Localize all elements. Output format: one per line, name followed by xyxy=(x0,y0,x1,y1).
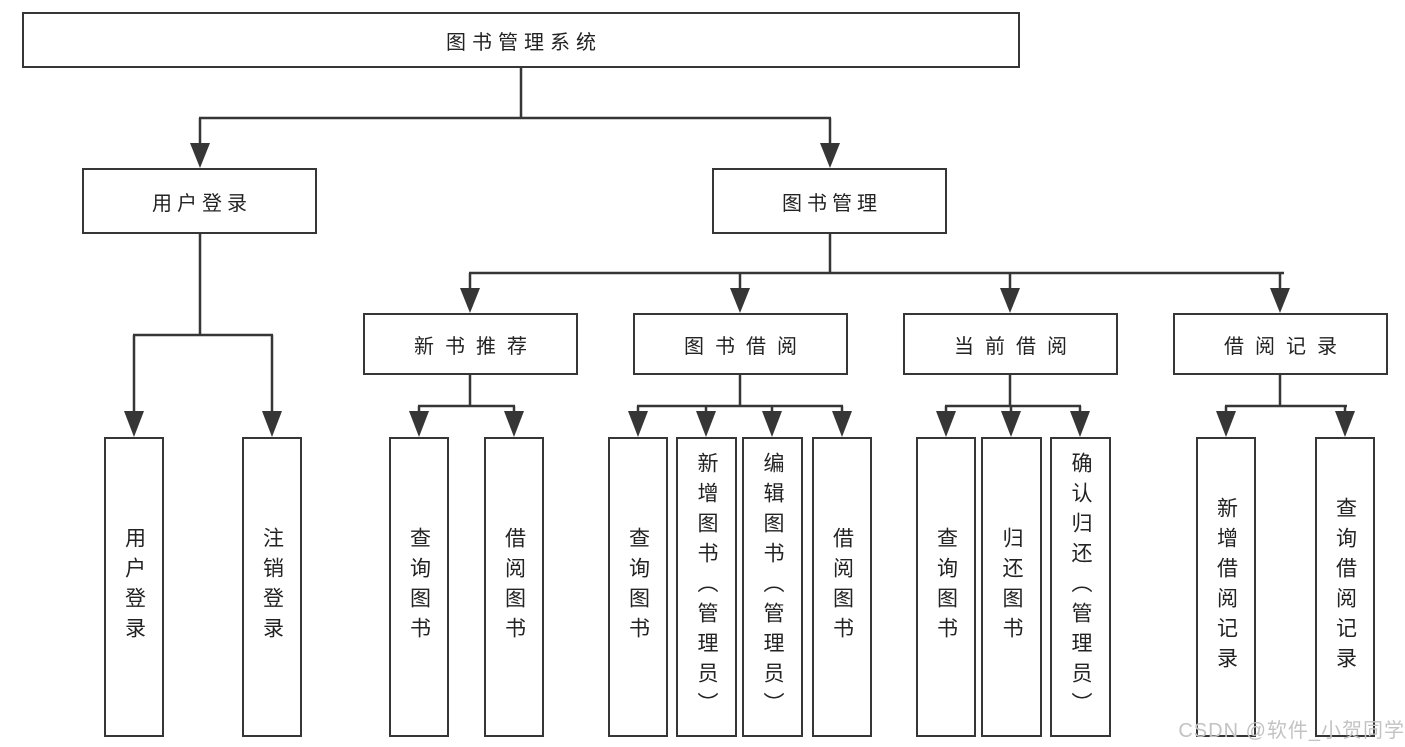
node-new-book-recommendation: 新书推荐 xyxy=(363,313,578,375)
node-current-borrowing: 当前借阅 xyxy=(903,313,1118,375)
leaf-confirm-return-admin: 确认归还（管理员） xyxy=(1050,437,1111,737)
leaf-user-login: 用户登录 xyxy=(104,437,164,737)
node-label: 用户登录 xyxy=(152,192,252,215)
node-label: 新书推荐 xyxy=(414,335,538,358)
leaf-add-books-admin: 新增图书（管理员） xyxy=(676,437,737,737)
leaf-return-books: 归还图书 xyxy=(981,437,1042,737)
csdn-watermark: CSDN @软件_小贺同学 xyxy=(1178,720,1405,742)
node-label: 借阅记录 xyxy=(1224,335,1348,358)
node-label: 确认归还（管理员） xyxy=(1069,452,1092,722)
node-label: 图书管理 xyxy=(782,192,882,215)
connector-lines xyxy=(132,68,1347,418)
node-label: 编辑图书（管理员） xyxy=(761,452,784,722)
node-book-borrowing: 图书借阅 xyxy=(633,313,848,375)
node-book-management: 图书管理 xyxy=(712,168,947,234)
node-label: 查询图书 xyxy=(407,527,431,647)
node-user-login: 用户登录 xyxy=(82,168,317,234)
leaf-query-books-recommend: 查询图书 xyxy=(389,437,449,737)
arrowheads xyxy=(124,143,1355,437)
leaf-query-borrow-record: 查询借阅记录 xyxy=(1315,437,1375,737)
node-label: 用户登录 xyxy=(122,527,146,647)
node-label: 查询借阅记录 xyxy=(1333,497,1357,677)
node-label: 新增借阅记录 xyxy=(1214,497,1238,677)
node-borrowing-records: 借阅记录 xyxy=(1173,313,1388,375)
node-label: 图书借阅 xyxy=(684,335,808,358)
node-label: 借阅图书 xyxy=(502,527,526,647)
node-label: 借阅图书 xyxy=(830,527,854,647)
node-library-management-system: 图书管理系统 xyxy=(22,12,1020,68)
leaf-add-borrow-record: 新增借阅记录 xyxy=(1196,437,1256,737)
leaf-borrow-books-recommend: 借阅图书 xyxy=(484,437,544,737)
node-label: 查询图书 xyxy=(626,527,650,647)
node-label: 图书管理系统 xyxy=(446,31,602,54)
node-label: 归还图书 xyxy=(1000,527,1023,647)
leaf-query-books-current: 查询图书 xyxy=(916,437,976,737)
leaf-borrow-books: 借阅图书 xyxy=(812,437,872,737)
node-label: 当前借阅 xyxy=(954,335,1078,358)
leaf-query-books-borrowing: 查询图书 xyxy=(608,437,668,737)
node-label: 新增图书（管理员） xyxy=(695,452,718,722)
node-label: 注销登录 xyxy=(260,527,284,647)
node-label: 查询图书 xyxy=(934,527,958,647)
leaf-logout: 注销登录 xyxy=(242,437,302,737)
leaf-edit-books-admin: 编辑图书（管理员） xyxy=(742,437,803,737)
